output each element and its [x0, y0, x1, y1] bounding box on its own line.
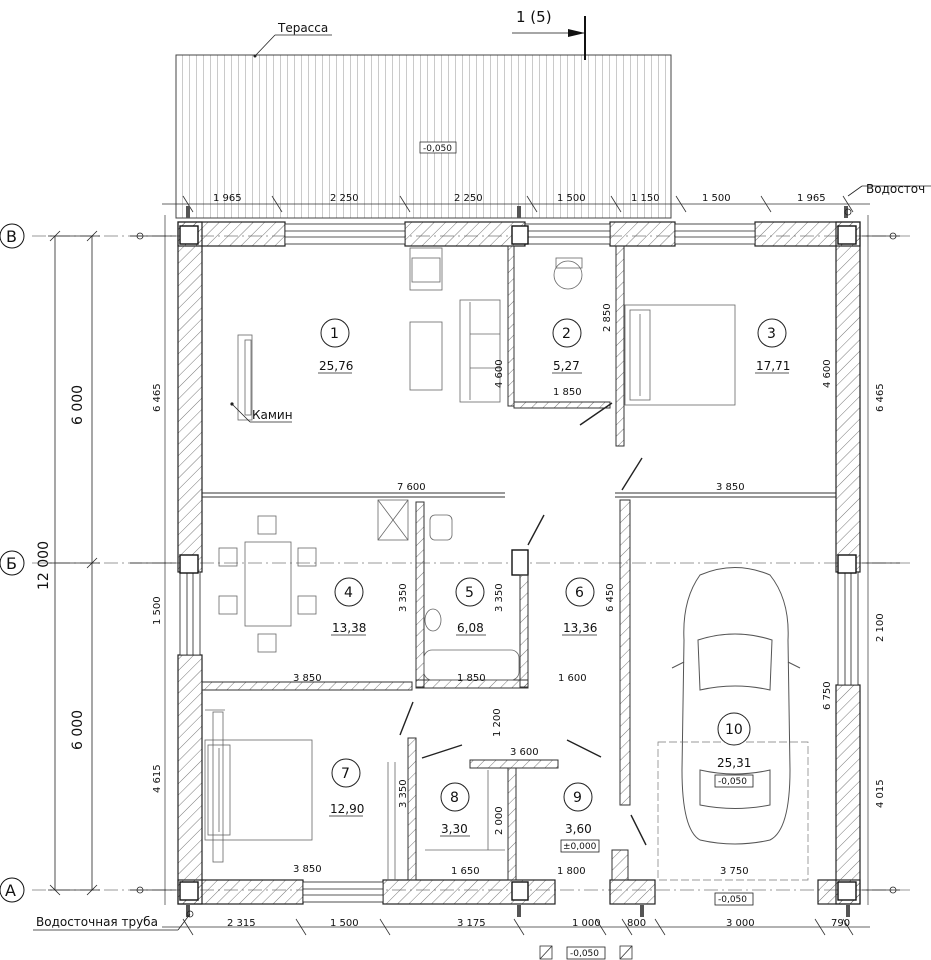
room-5-number: 5: [465, 585, 474, 601]
axis-bubble-a: А: [0, 877, 25, 903]
fireplace-label: Камин: [252, 408, 293, 422]
svg-text:А: А: [5, 881, 16, 900]
svg-text:1 500: 1 500: [557, 193, 586, 204]
svg-text:3 350: 3 350: [494, 583, 505, 612]
exterior-walls: [177, 221, 861, 905]
room-8-number: 8: [450, 790, 459, 806]
svg-text:6 465: 6 465: [152, 383, 163, 412]
svg-text:790: 790: [831, 918, 850, 929]
room-3-area: 17,71: [756, 359, 790, 373]
dim-lines: [162, 203, 870, 928]
svg-text:1 500: 1 500: [152, 596, 163, 625]
elev-terrace: -0,050: [423, 144, 452, 154]
svg-text:3 350: 3 350: [398, 583, 409, 612]
svg-text:1 500: 1 500: [702, 193, 731, 204]
door-swings: [399, 402, 647, 846]
svg-text:1 965: 1 965: [213, 193, 242, 204]
axis-bubble-v: В: [0, 223, 25, 249]
svg-text:1 650: 1 650: [451, 866, 480, 877]
svg-text:4 615: 4 615: [152, 764, 163, 793]
svg-text:1 965: 1 965: [797, 193, 826, 204]
svg-text:1 600: 1 600: [558, 673, 587, 684]
svg-text:2 850: 2 850: [602, 303, 613, 332]
room-6-area: 13,36: [563, 621, 597, 635]
entrance-step-marks: [539, 945, 633, 960]
svg-text:4 600: 4 600: [822, 359, 833, 388]
car: [671, 567, 801, 845]
svg-text:800: 800: [627, 918, 646, 929]
elev-garage-bottom: -0,050: [718, 895, 747, 905]
column-markers: [186, 206, 850, 917]
svg-text:6 465: 6 465: [875, 383, 886, 412]
svg-text:3 850: 3 850: [716, 482, 745, 493]
svg-text:1 800: 1 800: [557, 866, 586, 877]
room-3-number: 3: [767, 326, 776, 342]
room-2-area: 5,27: [553, 359, 580, 373]
svg-text:4 015: 4 015: [875, 779, 886, 808]
room-1-number: 1: [330, 326, 339, 342]
windows: [179, 223, 859, 903]
big-dim-chain: [48, 230, 100, 896]
interior-walls: [201, 245, 836, 881]
room-markers: [320, 318, 787, 812]
room-4-number: 4: [344, 585, 353, 601]
svg-text:12 000: 12 000: [36, 541, 52, 590]
svg-text:1 150: 1 150: [631, 193, 660, 204]
room-4-area: 13,38: [332, 621, 366, 635]
svg-text:3 000: 3 000: [726, 918, 755, 929]
elev-outside-bottom: -0,050: [570, 949, 599, 959]
axis-bubble-b: Б: [0, 550, 25, 576]
svg-text:3 850: 3 850: [293, 864, 322, 875]
svg-text:4 600: 4 600: [494, 359, 505, 388]
furniture: [204, 247, 736, 880]
downpipe-label-top: Водосточ: [866, 182, 925, 196]
downpipe-markers: [130, 208, 900, 918]
svg-text:1 200: 1 200: [492, 708, 503, 737]
room-9-area: 3,60: [565, 822, 592, 836]
svg-text:1 500: 1 500: [330, 918, 359, 929]
svg-text:1 000: 1 000: [572, 918, 601, 929]
svg-text:2 000: 2 000: [494, 806, 505, 835]
downpipe-label-bottom: Водосточная труба: [36, 915, 158, 929]
room-8-area: 3,30: [441, 822, 468, 836]
svg-text:3 850: 3 850: [293, 673, 322, 684]
svg-text:7 600: 7 600: [397, 482, 426, 493]
svg-text:1 850: 1 850: [553, 387, 582, 398]
section-mark: 1 (5): [512, 8, 586, 60]
room-9-number: 9: [573, 790, 582, 806]
room-6-number: 6: [575, 585, 584, 601]
svg-text:В: В: [6, 227, 17, 246]
svg-text:1 (5): 1 (5): [516, 8, 552, 26]
room-7-number: 7: [341, 766, 350, 782]
svg-text:3 600: 3 600: [510, 747, 539, 758]
terrace-label: Терасса: [277, 21, 328, 35]
svg-text:2 100: 2 100: [875, 613, 886, 642]
room-10-area: 25,31: [717, 756, 751, 770]
svg-text:Б: Б: [6, 554, 17, 573]
svg-text:3 175: 3 175: [457, 918, 486, 929]
svg-text:3 750: 3 750: [720, 866, 749, 877]
svg-text:2 250: 2 250: [454, 193, 483, 204]
svg-text:6 000: 6 000: [70, 385, 86, 425]
elev-garage: -0,050: [718, 777, 747, 787]
dim-ticks-top: [182, 195, 854, 213]
room-7-area: 12,90: [330, 802, 364, 816]
svg-text:6 750: 6 750: [822, 681, 833, 710]
elev-room9: ±0,000: [563, 842, 597, 852]
svg-text:3 350: 3 350: [398, 779, 409, 808]
room-10-number: 10: [725, 722, 743, 738]
terrace: -0,050: [175, 54, 672, 219]
columns: [179, 225, 857, 901]
svg-text:2 250: 2 250: [330, 193, 359, 204]
svg-text:1 850: 1 850: [457, 673, 486, 684]
svg-text:6 450: 6 450: [605, 583, 616, 612]
garage-parking-zone: [657, 741, 809, 881]
room-2-number: 2: [562, 326, 571, 342]
room-1-area: 25,76: [319, 359, 353, 373]
svg-text:2 315: 2 315: [227, 918, 256, 929]
room-5-area: 6,08: [457, 621, 484, 635]
svg-text:6 000: 6 000: [70, 710, 86, 750]
